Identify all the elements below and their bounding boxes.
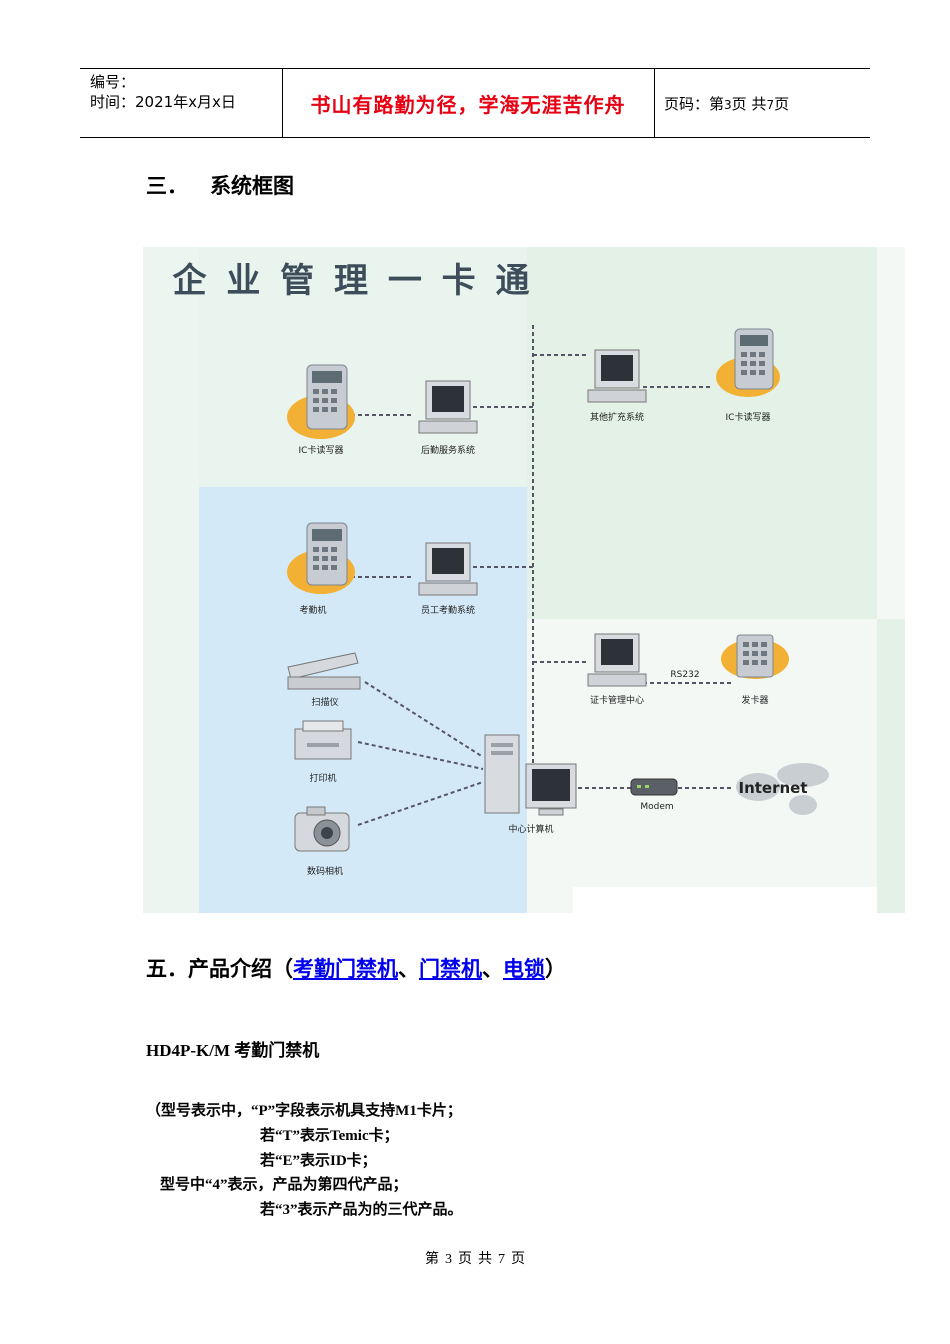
attendance-machine-icon	[287, 522, 355, 594]
label-rs232: RS232	[670, 670, 699, 680]
computer-icon	[587, 633, 647, 687]
label-printer: 打印机	[309, 772, 336, 784]
camera-icon	[294, 806, 350, 852]
label-attendance-machine: 考勤机	[299, 604, 326, 616]
label-card-center: 证卡管理中心	[590, 694, 644, 706]
product-model: HD4P-K/M 考勤门禁机	[146, 1041, 320, 1060]
ic-reader-left-icon	[287, 364, 355, 439]
model-note: （型号表示中，“P”字段表示机具支持M1卡片；	[146, 1103, 462, 1119]
model-note: 型号中“4”表示，产品为第四代产品；	[160, 1177, 408, 1193]
label-ic-reader-left: IC卡读写器	[299, 444, 344, 456]
right-green-panel	[527, 247, 877, 619]
system-diagram: 企 业 管 理 一 卡 通 IC卡读写器 后勤服务系统 其他扩充系统	[143, 247, 905, 913]
printer-icon	[294, 720, 352, 760]
header-motto-cell: 书山有路勤为径，学海无涯苦作舟	[282, 69, 655, 137]
left-upper-panel	[199, 247, 527, 487]
modem-icon	[630, 778, 678, 796]
left-blue-panel	[199, 487, 527, 913]
diagram-title: 企 业 管 理 一 卡 通	[172, 261, 533, 301]
label-scanner: 扫描仪	[311, 696, 338, 708]
card-issuer-icon	[721, 634, 789, 679]
motto: 书山有路勤为径，学海无涯苦作舟	[310, 93, 626, 117]
model-note: 若“E”表示ID卡；	[260, 1153, 377, 1169]
number-label: 编号：	[90, 73, 136, 91]
section-heading: 三．系统框图	[146, 174, 294, 198]
product-section-heading: 五．产品介绍（考勤门禁机、门禁机、电锁）	[146, 957, 566, 981]
model-note: 若“T”表示Temic卡；	[260, 1128, 399, 1144]
header-page-cell: 页码：第3页 共7页	[654, 69, 870, 137]
left-margin-panel	[143, 247, 199, 913]
model-note: 若“3”表示产品为的三代产品。	[260, 1202, 463, 1218]
link-attendance-access[interactable]: 考勤门禁机	[293, 957, 398, 981]
page-indicator: 页码：第3页 共7页	[664, 95, 790, 113]
connection-lines	[351, 325, 733, 826]
link-access-control[interactable]: 门禁机	[419, 957, 482, 981]
label-modem: Modem	[640, 802, 673, 812]
label-other-ext: 其他扩充系统	[590, 411, 644, 423]
label-staff-attendance: 员工考勤系统	[421, 604, 475, 616]
link-camera	[357, 781, 484, 826]
page-header: 编号： 时间：2021年x月x日 书山有路勤为径，学海无涯苦作舟 页码：第3页 …	[80, 68, 870, 138]
label-card-issuer: 发卡器	[741, 694, 768, 706]
computer-icon	[418, 542, 478, 596]
scanner-icon	[287, 652, 361, 690]
header-info-cell: 编号： 时间：2021年x月x日	[80, 69, 283, 137]
link-scanner	[364, 681, 484, 758]
computer-icon	[587, 349, 647, 403]
computer-icon	[418, 380, 478, 434]
label-internet: Internet	[738, 779, 807, 797]
right-white-strip	[573, 887, 877, 913]
right-edge-panel	[877, 619, 905, 913]
label-camera: 数码相机	[307, 865, 343, 877]
world-map-icon	[736, 763, 829, 815]
label-ic-reader-right: IC卡读写器	[726, 411, 771, 423]
link-printer	[357, 741, 484, 770]
central-computer-icon	[484, 734, 577, 816]
label-attendance-service: 后勤服务系统	[421, 444, 475, 456]
link-electric-lock[interactable]: 电锁	[503, 957, 545, 981]
ic-reader-right-icon	[716, 328, 780, 397]
time-label: 时间：2021年x月x日	[90, 93, 236, 111]
label-central-computer: 中心计算机	[508, 823, 553, 835]
